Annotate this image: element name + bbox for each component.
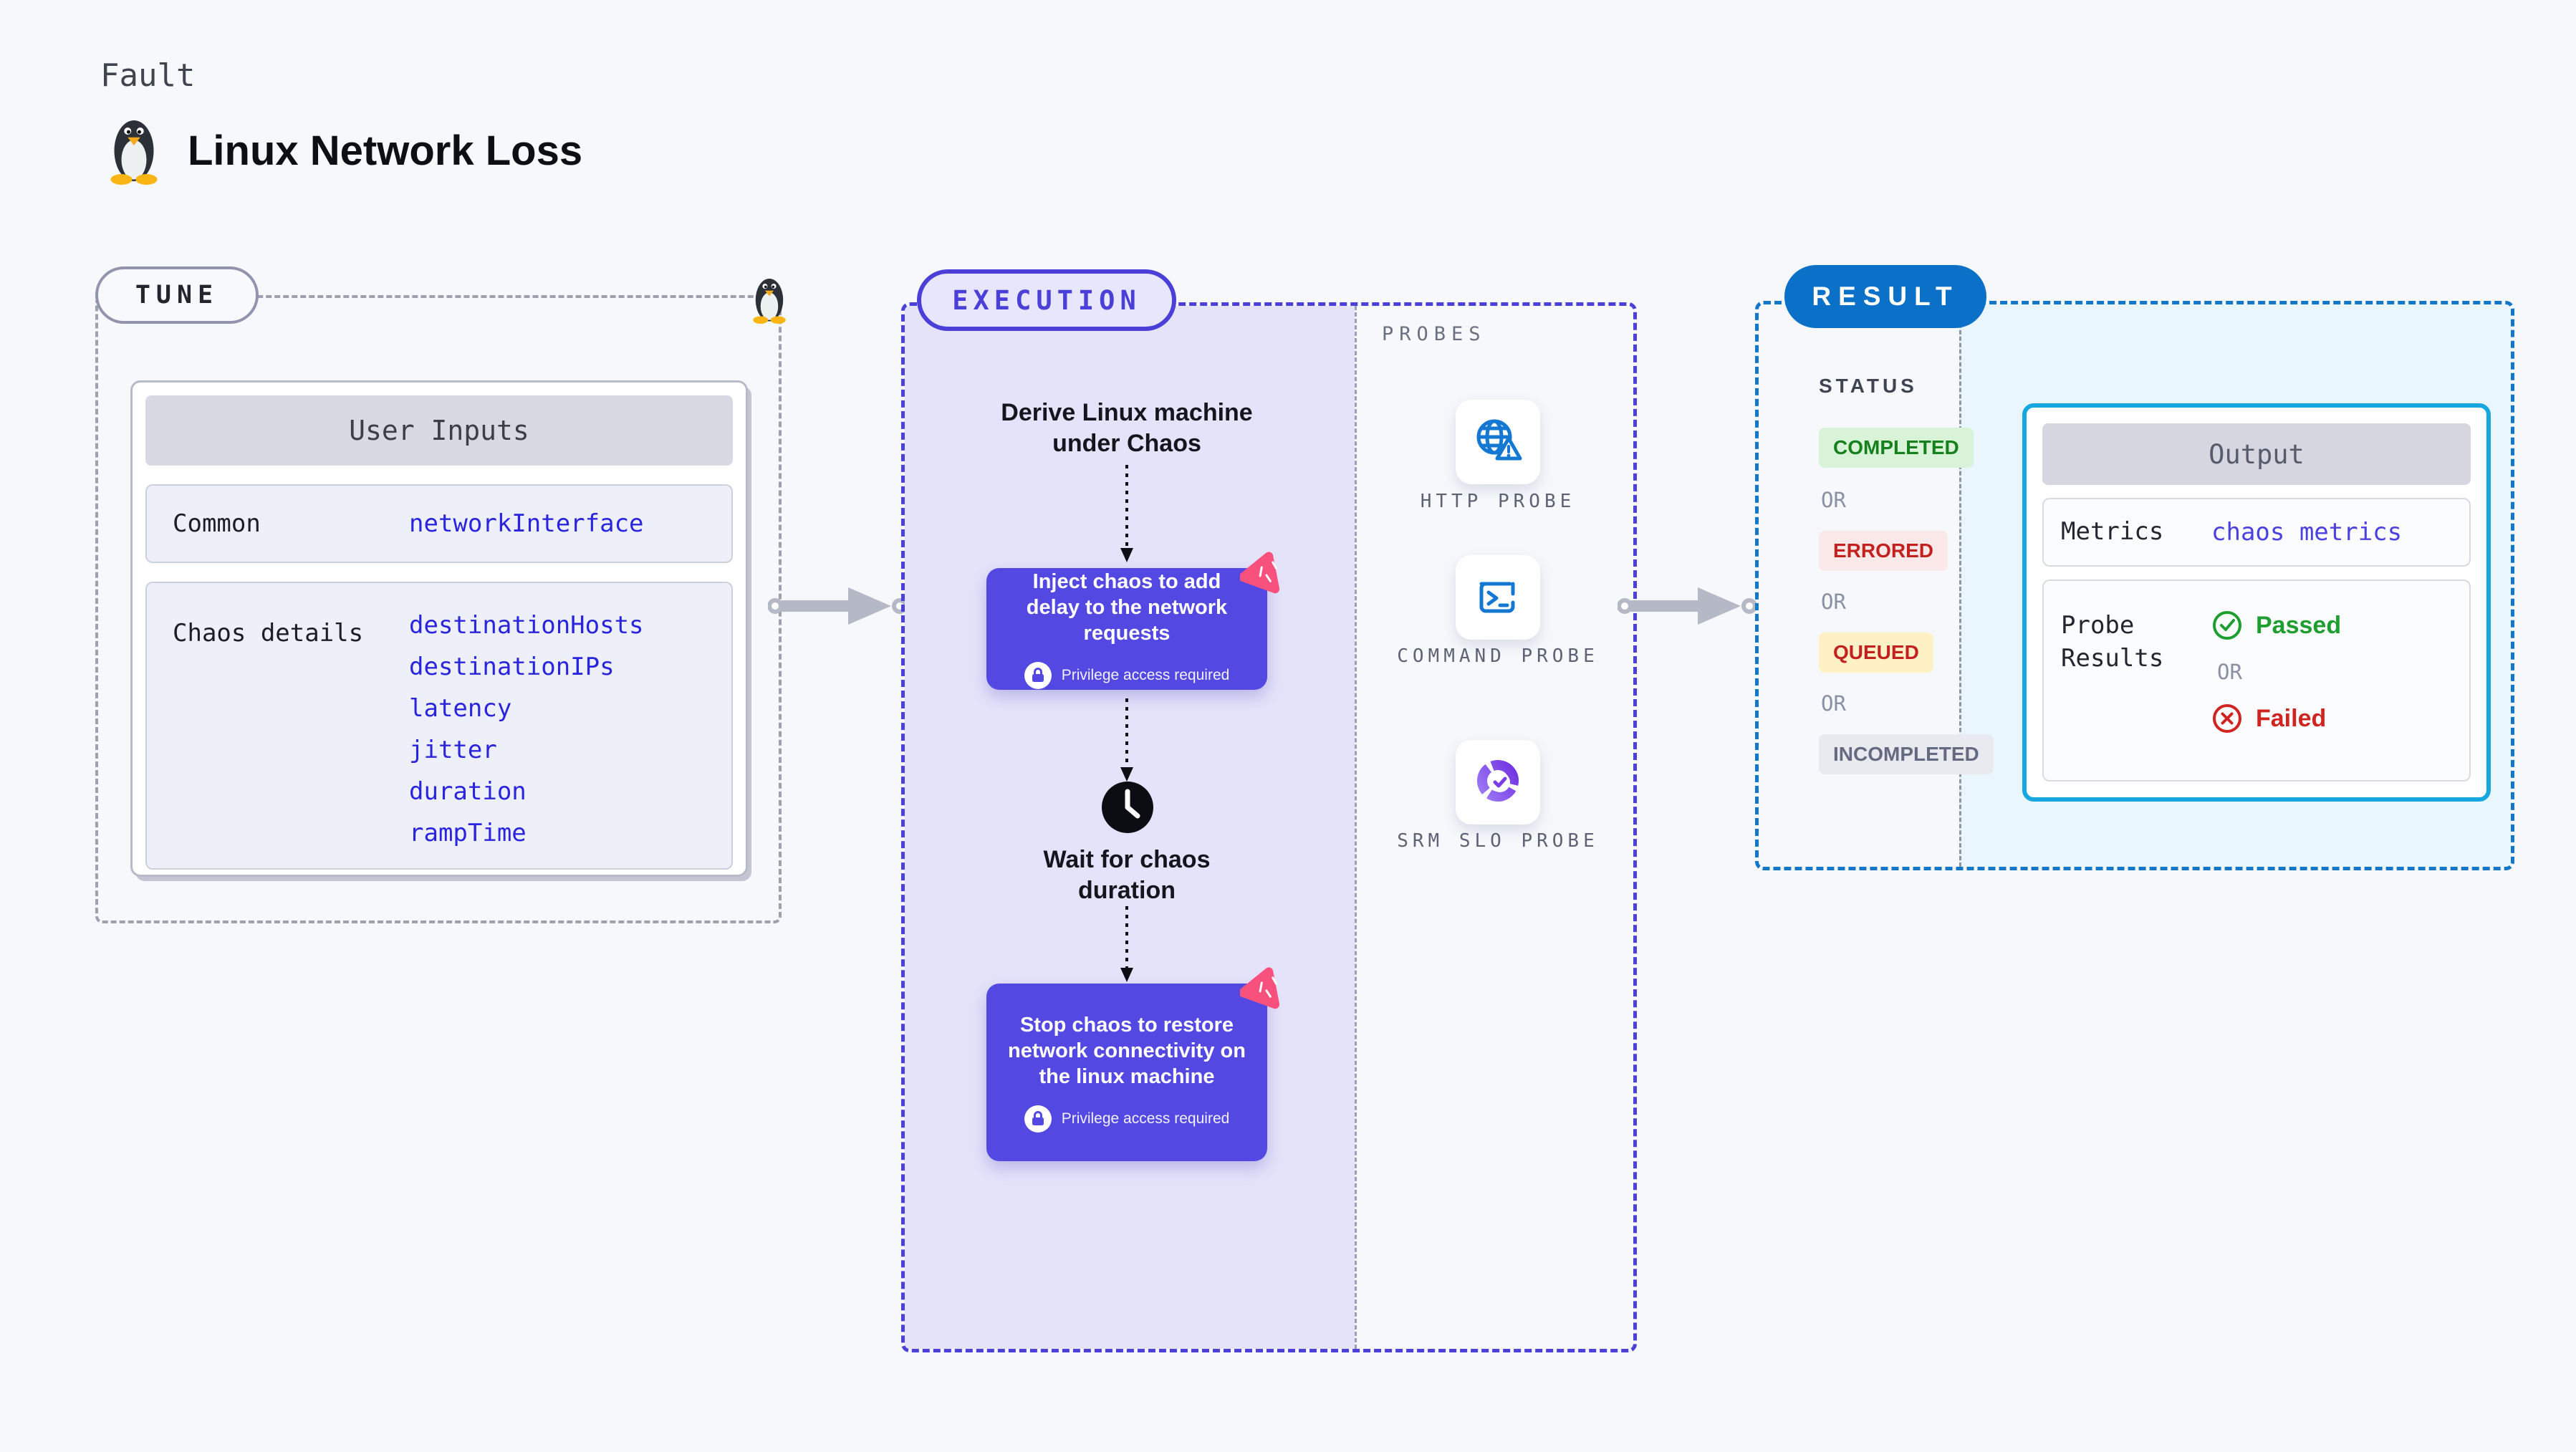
failed-x-icon xyxy=(2213,704,2241,733)
inject-chaos-step[interactable]: Inject chaos to add delay to the network… xyxy=(986,568,1267,690)
command-probe-tile[interactable] xyxy=(1456,555,1540,640)
flow-arrow-tune-to-execution xyxy=(768,587,908,625)
user-inputs-card: User Inputs Common networkInterface Chao… xyxy=(130,380,748,877)
input-row-label: Chaos details xyxy=(173,619,364,648)
user-inputs-title: User Inputs xyxy=(145,395,733,466)
output-row-metrics: Metrics chaos metrics xyxy=(2042,498,2471,567)
command-probe-label: COMMAND PROBE xyxy=(1397,645,1599,667)
flow-arrow-probes-to-result xyxy=(1618,587,1757,625)
lock-icon xyxy=(1024,1105,1052,1133)
http-probe-label: HTTP PROBE xyxy=(1420,491,1576,512)
output-card: Output Metrics chaos metrics Probe Resul… xyxy=(2022,403,2491,802)
page-title: Linux Network Loss xyxy=(188,127,583,174)
linux-tux-icon-small xyxy=(749,274,789,327)
tune-badge: TUNE xyxy=(95,266,259,324)
srm-slo-probe-tile[interactable] xyxy=(1456,740,1540,824)
or-label: OR xyxy=(1821,590,1846,614)
input-row-chaos-details: Chaos details destinationHosts destinati… xyxy=(145,582,733,870)
execution-section: PROBES Derive Linux machine under Chaos … xyxy=(901,302,1637,1352)
status-output-divider xyxy=(1959,304,1961,867)
http-probe-icon xyxy=(1476,419,1522,461)
execution-probes-divider xyxy=(1355,306,1357,1349)
linux-tux-icon xyxy=(105,113,163,188)
stop-chaos-step[interactable]: Stop chaos to restore network connectivi… xyxy=(986,984,1267,1161)
input-value: jitter xyxy=(409,736,497,764)
privilege-note: Privilege access required xyxy=(1061,1110,1230,1128)
chaos-hub-icon xyxy=(1240,552,1280,594)
input-row-label: Common xyxy=(173,509,261,538)
http-probe-tile[interactable] xyxy=(1456,400,1540,484)
stop-chaos-text: Stop chaos to restore network connectivi… xyxy=(1008,1013,1246,1089)
fault-kicker: Fault xyxy=(100,57,196,94)
result-section: STATUS COMPLETED OR ERRORED OR QUEUED OR… xyxy=(1755,301,2514,870)
status-badge-incompleted: INCOMPLETED xyxy=(1819,734,1994,774)
failed-label: Failed xyxy=(2256,704,2327,732)
or-label: OR xyxy=(1821,488,1846,512)
derive-step-text: Derive Linux machine under Chaos xyxy=(1001,399,1253,457)
passed-label: Passed xyxy=(2256,611,2342,639)
status-badge-completed: COMPLETED xyxy=(1819,428,1974,468)
input-value: rampTime xyxy=(409,819,527,847)
output-title: Output xyxy=(2042,423,2471,485)
srm-slo-probe-icon xyxy=(1477,760,1519,802)
input-value: duration xyxy=(409,777,527,806)
probe-results-label: Probe Results xyxy=(2061,611,2164,673)
inject-chaos-text: Inject chaos to add delay to the network… xyxy=(1026,569,1228,645)
input-value: networkInterface xyxy=(409,509,644,538)
status-badge-queued: QUEUED xyxy=(1819,633,1933,673)
output-row-probe-results: Probe Results Passed OR xyxy=(2042,580,2471,782)
clock-icon xyxy=(1100,780,1155,837)
dotted-arrow-down-icon xyxy=(1120,465,1133,562)
dotted-arrow-down-icon xyxy=(1120,698,1133,782)
input-row-common: Common networkInterface xyxy=(145,484,733,563)
metrics-label: Metrics xyxy=(2061,517,2164,547)
or-label: OR xyxy=(2217,660,2242,684)
input-value: latency xyxy=(409,694,512,723)
input-value: destinationHosts xyxy=(409,611,644,640)
execution-badge: EXECUTION xyxy=(917,269,1176,331)
passed-check-icon xyxy=(2213,611,2241,640)
input-value: destinationIPs xyxy=(409,653,615,681)
wait-step-text: Wait for chaos duration xyxy=(1043,846,1211,904)
status-badge-errored: ERRORED xyxy=(1819,531,1948,571)
privilege-note: Privilege access required xyxy=(1061,667,1230,684)
result-badge: RESULT xyxy=(1784,265,1986,328)
probes-heading: PROBES xyxy=(1382,323,1486,345)
metrics-value: chaos metrics xyxy=(2211,518,2403,547)
chaos-hub-icon xyxy=(1240,967,1280,1009)
command-probe-icon xyxy=(1479,582,1515,613)
lock-icon xyxy=(1024,662,1052,690)
or-label: OR xyxy=(1821,691,1846,716)
dotted-arrow-down-icon xyxy=(1120,906,1133,982)
status-heading: STATUS xyxy=(1819,375,1918,397)
srm-slo-probe-label: SRM SLO PROBE xyxy=(1397,830,1599,852)
